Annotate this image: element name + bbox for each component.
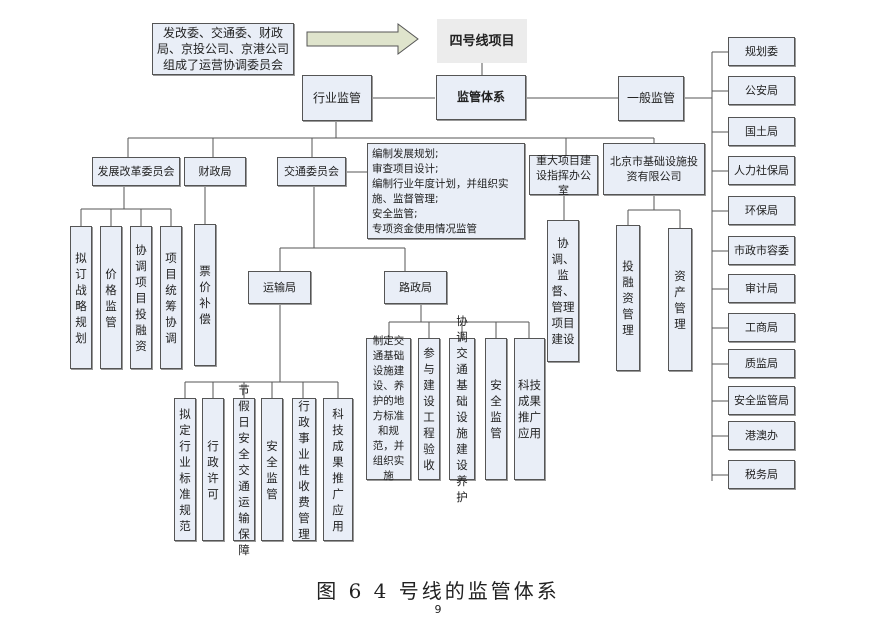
general-agency-box: 工商局 (728, 313, 795, 342)
transport-bureau-child: 安全监管 (261, 398, 283, 541)
general-agency-box: 安全监管局 (728, 386, 795, 415)
general-agency-box: 税务局 (728, 460, 795, 489)
page-number: 9 (434, 603, 442, 616)
project-title-box: 四号线项目 (437, 19, 527, 63)
major-project-office-box: 重大项目建设指挥办公室 (529, 154, 598, 197)
general-agency-box: 规划委 (728, 37, 795, 66)
transport-bureau-box: 运输局 (248, 271, 311, 304)
general-agency-box: 港澳办 (728, 421, 795, 450)
figure-caption: 图 6 4 号线的监管体系 (316, 579, 560, 603)
road-bureau-child: 科技成果推广应用 (514, 338, 545, 480)
general-agency-box: 人力社保局 (728, 156, 795, 185)
road-bureau-box: 路政局 (384, 271, 447, 304)
ndrc-child: 项目统筹协调 (160, 226, 182, 369)
general-supervision-box: 一般监管 (618, 76, 684, 121)
arrow-icon (306, 23, 419, 55)
general-agency-box: 审计局 (728, 274, 795, 303)
general-agency-box: 质监局 (728, 349, 795, 378)
ndrc-child: 协调项目投融资 (130, 226, 152, 369)
transport-committee-box: 交通委员会 (277, 157, 346, 186)
ndrc-child: 拟订战略规划 (70, 226, 92, 369)
bii-child: 投融资管理 (616, 225, 640, 371)
general-agency-box: 公安局 (728, 76, 795, 105)
major-office-child: 协调、监督、管理项目建设 (547, 220, 579, 362)
road-bureau-child: 参与建设工程验收 (418, 338, 440, 480)
transport-bureau-child: 行政事业性收费管理 (292, 398, 316, 541)
transport-duties-box: 编制发展规划; 审查项目设计; 编制行业年度计划，并组织实施、监督管理; 安全监… (367, 143, 525, 239)
general-agency-box: 市政市容委 (728, 236, 795, 265)
bii-child: 资产管理 (668, 228, 692, 371)
transport-bureau-child: 节假日安全交通运输保障 (233, 383, 255, 557)
supervision-system-box: 监管体系 (436, 75, 526, 120)
committee-note-box: 发改委、交通委、财政局、京投公司、京港公司组成了运营协调委员会 (152, 23, 294, 75)
bii-company-box: 北京市基础设施投资有限公司 (603, 143, 705, 195)
ndrc-child: 价格监管 (100, 226, 122, 369)
transport-bureau-child: 拟定行业标准规范 (174, 398, 196, 541)
road-bureau-child: 制定交通基础设施建设、养护的地方标准和规范，并组织实施 (366, 335, 411, 482)
general-agency-box: 国土局 (728, 117, 795, 146)
transport-bureau-child: 科技成果推广应用 (323, 398, 353, 541)
finance-child: 票价补偿 (194, 224, 216, 366)
road-bureau-child: 协调交通基础设施建设养护 (449, 314, 475, 504)
industry-supervision-box: 行业监管 (302, 75, 372, 121)
road-bureau-child: 安全监管 (485, 338, 507, 480)
ndrc-box: 发展改革委员会 (92, 157, 180, 186)
general-agency-box: 环保局 (728, 196, 795, 225)
finance-bureau-box: 财政局 (184, 157, 246, 186)
transport-bureau-child: 行政许可 (202, 398, 224, 541)
